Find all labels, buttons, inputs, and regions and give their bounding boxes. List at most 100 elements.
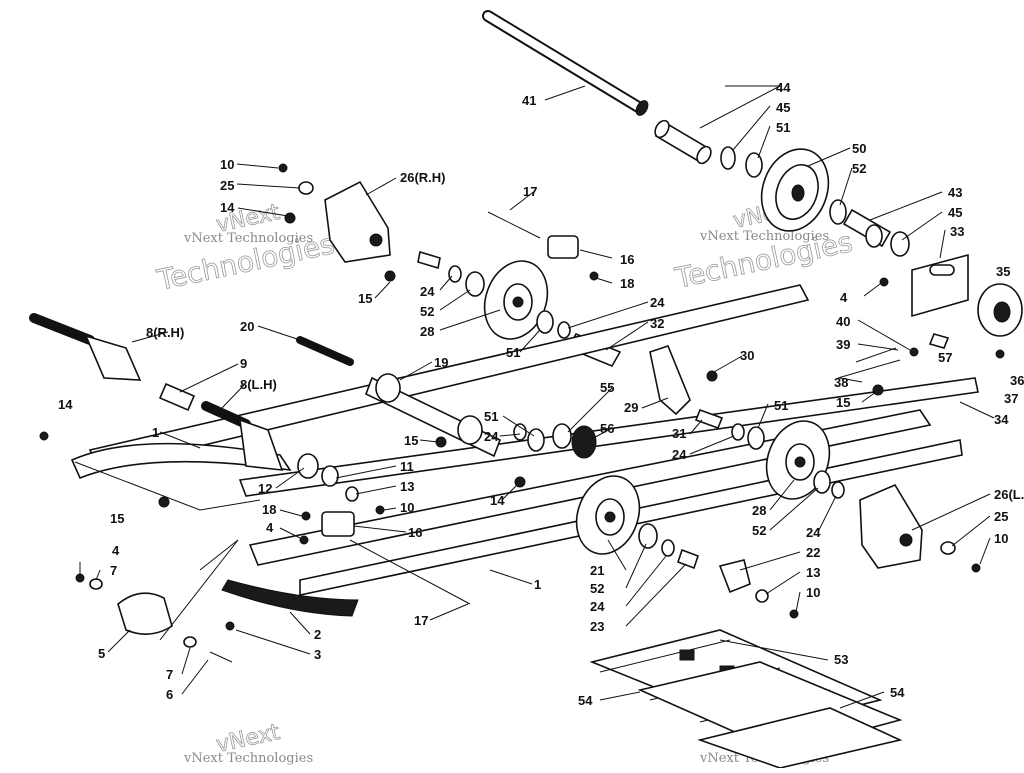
label-44: 44 — [776, 80, 791, 95]
shaft-20 — [296, 336, 354, 366]
wheel-21 — [575, 475, 641, 555]
label-10: 10 — [994, 531, 1008, 546]
label-8-lh: 8(L.H) — [240, 377, 277, 392]
washer-45-right — [890, 231, 910, 257]
slide-rail-1-left — [70, 442, 292, 511]
label-32: 32 — [650, 316, 664, 331]
label-15: 15 — [358, 291, 372, 306]
bolt-30 — [706, 370, 718, 382]
bolt-10-right — [971, 563, 981, 573]
label-51: 51 — [484, 409, 498, 424]
label-16: 16 — [620, 252, 634, 267]
rear-axle-41 — [482, 10, 649, 116]
label-9: 9 — [240, 356, 247, 371]
label-45: 45 — [776, 100, 790, 115]
bearing-51-upper — [536, 310, 554, 334]
washer-24-mid-left — [513, 423, 527, 441]
bolt-10-lower — [789, 609, 799, 619]
label-51: 51 — [776, 120, 790, 135]
label-51: 51 — [506, 345, 520, 360]
label-36: 36 — [1010, 373, 1024, 388]
washer-24-wheel21 — [661, 539, 675, 557]
washer-40 — [909, 347, 919, 357]
label-43: 43 — [948, 185, 962, 200]
bearing-51-top — [745, 152, 763, 178]
label-54: 54 — [578, 693, 593, 708]
shock-8-rh — [29, 313, 142, 381]
label-4: 4 — [112, 543, 120, 558]
label-15: 15 — [836, 395, 850, 410]
label-52: 52 — [590, 581, 604, 596]
nut-4-bumper — [75, 573, 85, 583]
washer-25-top — [298, 181, 314, 195]
rail-tip-2 — [221, 579, 359, 617]
label-26-rh: 26(R.H) — [400, 170, 446, 185]
label-10: 10 — [806, 585, 820, 600]
label-28: 28 — [420, 324, 434, 339]
label-52: 52 — [420, 304, 434, 319]
nut-15-left — [158, 496, 170, 508]
screw-3 — [225, 621, 235, 631]
label-10: 10 — [220, 157, 234, 172]
label-29: 29 — [624, 400, 638, 415]
label-6: 6 — [166, 687, 173, 702]
label-37: 37 — [1004, 391, 1018, 406]
label-25: 25 — [994, 509, 1008, 524]
label-10: 10 — [400, 500, 414, 515]
clip-55 — [552, 423, 572, 449]
bolt-17-lower — [349, 539, 471, 605]
label-23: 23 — [590, 619, 604, 634]
label-26-lh: 26(L.H) — [994, 487, 1024, 502]
label-1: 1 — [152, 425, 159, 440]
bolt-14-left — [39, 431, 49, 441]
label-40: 40 — [836, 314, 850, 329]
label-53: 53 — [834, 652, 848, 667]
washer-12 — [297, 453, 319, 479]
watermark-small: vNext Technologies — [183, 231, 313, 246]
washer-24-upper — [448, 265, 462, 283]
watermark-bottom-left: vNext vNext Technologies — [183, 720, 313, 766]
label-45: 45 — [948, 205, 962, 220]
bearing-52-top — [829, 199, 847, 225]
nut-14-top — [284, 212, 296, 224]
spacer-upper — [417, 250, 441, 270]
bushing-56 — [571, 425, 597, 459]
label-22: 22 — [806, 545, 820, 560]
label-51: 51 — [774, 398, 788, 413]
idler-wheel-28-upper — [483, 260, 549, 340]
washer-7-lower — [183, 636, 197, 648]
spacer-43 — [842, 208, 892, 248]
bearing-51-mid — [747, 426, 765, 450]
label-50: 50 — [852, 141, 866, 156]
label-30: 30 — [740, 348, 754, 363]
label-4: 4 — [840, 290, 848, 305]
label-14: 14 — [58, 397, 73, 412]
spacer-57 — [928, 333, 950, 349]
watermark-small: vNext Technologies — [699, 229, 829, 244]
spacer-23 — [676, 548, 700, 570]
label-41: 41 — [522, 93, 536, 108]
washer-25-lower — [940, 541, 956, 555]
label-24: 24 — [420, 284, 435, 299]
label-31: 31 — [672, 426, 686, 441]
label-33: 33 — [950, 224, 964, 239]
label-24: 24 — [650, 295, 665, 310]
label-20: 20 — [240, 319, 254, 334]
spacer-31 — [694, 408, 724, 430]
bearing-51-mid-left — [527, 428, 545, 452]
washer-13-lower — [755, 589, 769, 603]
label-2: 2 — [314, 627, 321, 642]
block-16-lower — [321, 511, 355, 537]
spacer-9 — [158, 382, 196, 412]
label-24: 24 — [806, 525, 821, 540]
block-16-top — [547, 235, 579, 259]
bolt-17-top — [487, 211, 541, 239]
label-18: 18 — [262, 502, 276, 517]
label-7: 7 — [166, 667, 173, 682]
watermark-left: vNext Technologies vNext Technologies — [153, 200, 338, 298]
arm-26-rh — [324, 180, 391, 263]
washer-24-mid — [731, 423, 745, 441]
label-24: 24 — [484, 429, 499, 444]
label-38: 38 — [834, 375, 848, 390]
